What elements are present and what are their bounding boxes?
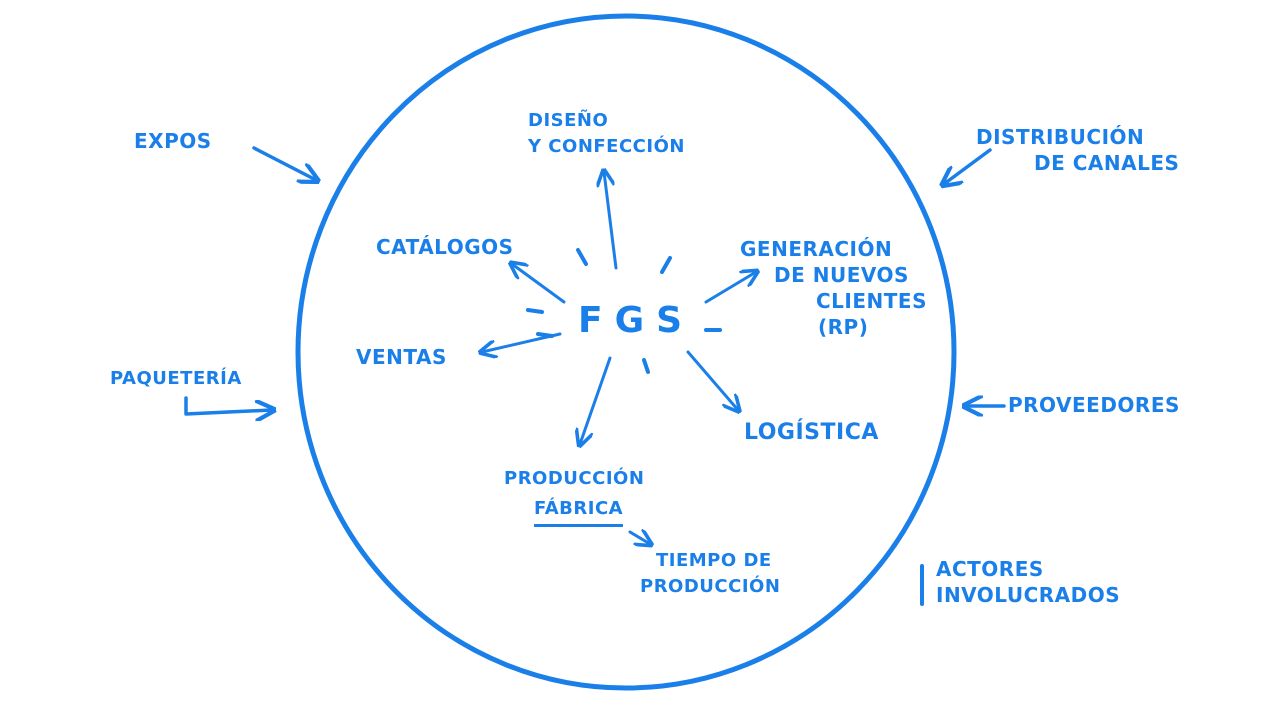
arrow-to-tiempo — [628, 532, 650, 544]
node-logistica-line-1: LOGÍSTICA — [744, 420, 879, 445]
node-produccion-line-1: PRODUCCIÓN — [504, 468, 645, 489]
node-produccion-line-2: FÁBRICA — [504, 496, 644, 527]
node-ventas-line-1: VENTAS — [356, 345, 447, 369]
node-diseno-line-1: DISEÑO — [528, 110, 609, 131]
node-generacion-line-4: (RP) — [818, 315, 869, 339]
node-diseno: DISEÑO Y CONFECCIÓN — [528, 108, 685, 160]
legend-actores: ACTORES INVOLUCRADOS — [936, 556, 1120, 608]
arrow-to-logistica — [686, 350, 738, 410]
node-ventas: VENTAS — [356, 344, 447, 370]
center-label: FGS — [578, 303, 694, 339]
actor-paqueteria: PAQUETERÍA — [110, 366, 242, 392]
node-tiempo: TIEMPO DE PRODUCCIÓN — [640, 548, 780, 600]
node-tiempo-line-2: PRODUCCIÓN — [640, 576, 781, 597]
node-generacion-line-1: GENERACIÓN — [740, 237, 893, 261]
legend-line-2: INVOLUCRADOS — [936, 583, 1121, 607]
node-tiempo-line-1: TIEMPO DE — [656, 550, 772, 571]
node-generacion: GENERACIÓN DE NUEVOS CLIENTES (RP) — [740, 236, 927, 340]
system-boundary-circle — [295, 13, 957, 691]
legend-line-1: ACTORES — [936, 557, 1044, 581]
node-logistica: LOGÍSTICA — [744, 420, 879, 446]
arrow-from-paqueteria — [184, 396, 272, 414]
actor-distribucion-line-2: DE CANALES — [1034, 151, 1180, 175]
node-diseno-line-2: Y CONFECCIÓN — [528, 136, 685, 157]
actor-paqueteria-line-1: PAQUETERÍA — [110, 368, 242, 389]
arrow-to-produccion — [580, 356, 612, 444]
actor-proveedores-line-1: PROVEEDORES — [1008, 393, 1180, 417]
arrow-to-catalogos — [512, 264, 566, 304]
node-catalogos: CATÁLOGOS — [376, 234, 514, 260]
actor-expos-line-1: EXPOS — [134, 129, 212, 153]
node-generacion-line-3: CLIENTES — [816, 289, 927, 313]
actor-distribucion: DISTRIBUCIÓN DE CANALES — [976, 124, 1179, 176]
actor-distribucion-line-1: DISTRIBUCIÓN — [976, 125, 1145, 149]
arrow-to-generacion — [704, 272, 756, 304]
actor-expos: EXPOS — [134, 128, 212, 154]
node-generacion-line-2: DE NUEVOS — [774, 263, 909, 287]
node-produccion: PRODUCCIÓN FÁBRICA — [504, 466, 644, 527]
center-text: FGS — [578, 300, 695, 341]
actor-proveedores: PROVEEDORES — [1008, 392, 1180, 418]
node-fabrica-text: FÁBRICA — [534, 496, 624, 527]
arrow-to-diseno — [604, 172, 618, 270]
arrow-to-ventas — [482, 332, 562, 352]
node-catalogos-line-1: CATÁLOGOS — [376, 235, 514, 259]
arrow-from-distribucion — [944, 148, 992, 184]
arrow-from-expos — [252, 146, 316, 180]
